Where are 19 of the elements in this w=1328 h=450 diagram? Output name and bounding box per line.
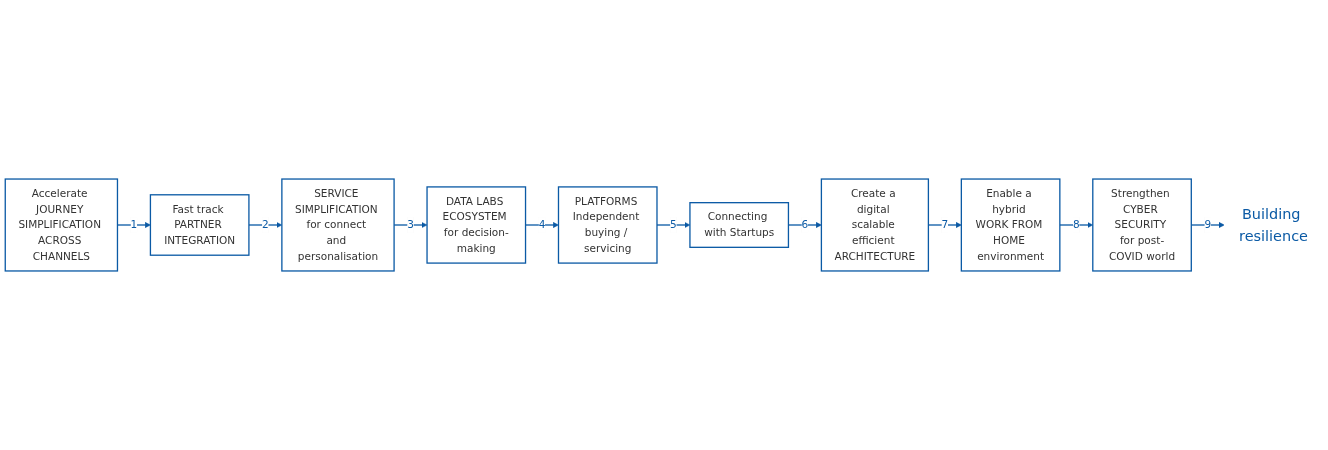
node-text: Building resilience xyxy=(1239,205,1308,245)
node-box: Connecting with Startups xyxy=(689,202,790,248)
node-box: Enable a hybrid WORK FROM HOME environment xyxy=(960,178,1061,272)
node-box: Strengthen CYBER SECURITY for post-COVID world xyxy=(1092,178,1192,272)
edge-label: 2 xyxy=(262,218,269,231)
node-box: Create a digital scalable efficient ARCHITECTURE xyxy=(820,178,930,272)
edge-label: 6 xyxy=(801,218,809,231)
node-box: Fast track PARTNER INTEGRATION xyxy=(149,194,250,256)
edge-label: 1 xyxy=(130,218,138,231)
edge-label: 9 xyxy=(1204,218,1212,231)
edge-label: 3 xyxy=(407,218,414,231)
node-box: Accelerate JOURNEY SIMPLIFICATION ACROSS CHANNELS xyxy=(4,178,119,272)
node-box: SERVICE SIMPLIFICATION for connect and personalisation xyxy=(281,178,395,272)
edge-label: 8 xyxy=(1072,218,1080,231)
node-box: DATA LABS ECOSYSTEM for decision-making xyxy=(426,186,527,264)
edge-label: 4 xyxy=(538,218,546,231)
edge-label: 5 xyxy=(670,218,677,231)
node-box: PLATFORMS Independent buying / servicing xyxy=(557,186,658,264)
edge-label: 7 xyxy=(941,218,949,231)
